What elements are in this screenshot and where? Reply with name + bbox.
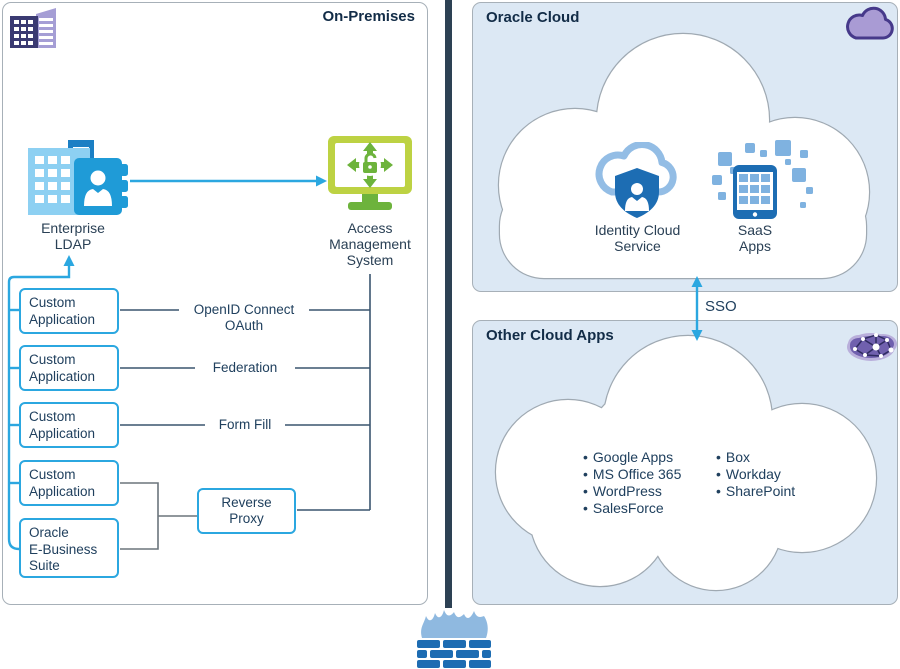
network-divider — [445, 0, 452, 608]
list-item: SalesForce — [583, 500, 681, 517]
firewall-icon — [417, 610, 491, 668]
federation-label: Federation — [195, 360, 295, 376]
saas-apps-label: SaaS Apps — [737, 222, 773, 254]
on-premises-title: On-Premises — [322, 8, 415, 25]
openid-connect-oauth-label: OpenID Connect OAuth — [179, 302, 309, 334]
custom-application-box-3: Custom Application — [19, 402, 119, 448]
custom-application-box-4: Custom Application — [19, 460, 119, 506]
identity-cloud-service-label: Identity Cloud Service — [594, 222, 681, 254]
reverse-proxy-box: Reverse Proxy — [197, 488, 296, 534]
custom-application-box-1: Custom Application — [19, 288, 119, 334]
other-cloud-apps-list-col1: Google Apps MS Office 365 WordPress Sale… — [583, 449, 681, 517]
custom-application-box-2: Custom Application — [19, 345, 119, 391]
building-icon — [10, 8, 56, 48]
access-management-label: Access Management System — [329, 220, 411, 268]
directory-building-icon — [28, 140, 128, 215]
list-item: WordPress — [583, 483, 681, 500]
cloud-icon — [846, 6, 894, 40]
sso-label: SSO — [705, 298, 737, 315]
other-cloud-apps-title: Other Cloud Apps — [486, 327, 614, 344]
mobile-apps-icon — [712, 140, 813, 219]
list-item: Box — [716, 449, 795, 466]
cloud-shield-user-icon — [595, 142, 677, 218]
list-item: Workday — [716, 466, 795, 483]
list-item: Google Apps — [583, 449, 681, 466]
enterprise-ldap-label: Enterprise LDAP — [41, 220, 105, 252]
other-cloud-apps-panel — [472, 320, 898, 605]
form-fill-label: Form Fill — [205, 417, 285, 433]
oracle-ebusiness-suite-box: Oracle E-Business Suite — [19, 518, 119, 578]
network-cloud-icon — [847, 333, 897, 361]
other-cloud-apps-list-col2: Box Workday SharePoint — [716, 449, 795, 500]
list-item: MS Office 365 — [583, 466, 681, 483]
oracle-cloud-title: Oracle Cloud — [486, 9, 580, 26]
list-item: SharePoint — [716, 483, 795, 500]
monitor-arrows-lock-icon — [328, 136, 412, 210]
